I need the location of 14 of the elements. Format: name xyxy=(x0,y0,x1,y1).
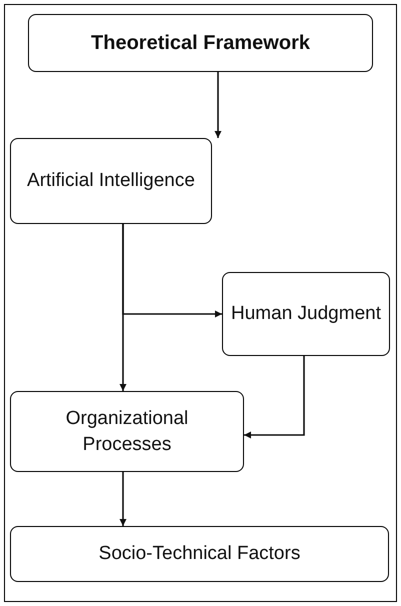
arrow xyxy=(120,472,126,526)
arrow xyxy=(244,356,305,438)
arrow xyxy=(214,72,222,138)
process-box xyxy=(10,138,212,224)
process-box xyxy=(222,272,390,356)
box-label: Artificial Intelligence xyxy=(27,169,195,194)
box-label: Human Judgment xyxy=(231,302,381,326)
process-box xyxy=(28,14,373,72)
arrow xyxy=(122,224,222,318)
process-box xyxy=(10,391,244,472)
process-box xyxy=(10,526,389,582)
box-label: Theoretical Framework xyxy=(91,30,310,56)
box-label: Socio-Technical Factors xyxy=(98,542,300,566)
box-label: Organizational Processes xyxy=(64,406,190,456)
